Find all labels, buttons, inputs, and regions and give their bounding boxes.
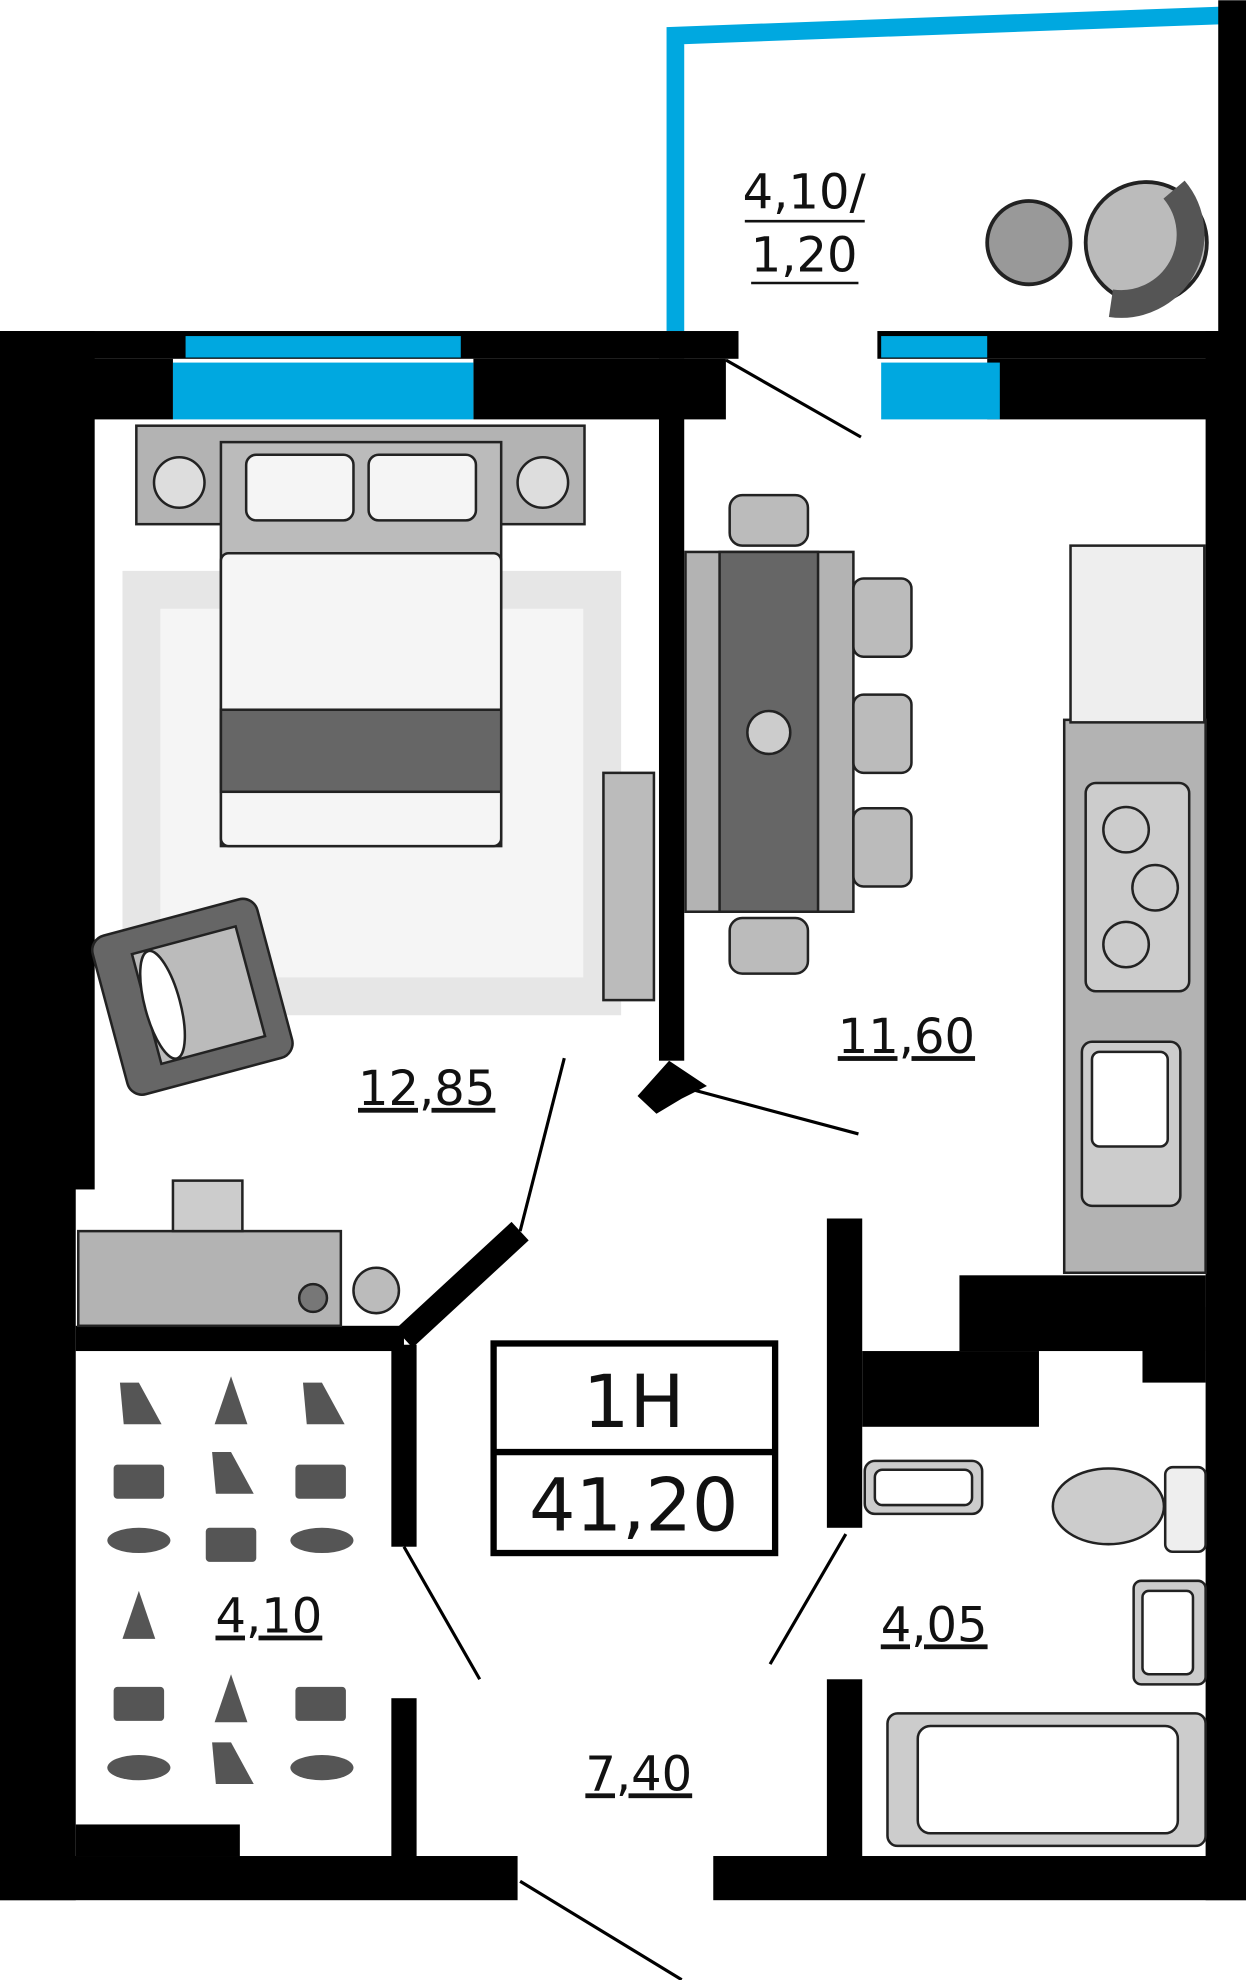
wardrobe-icons [107,1376,354,1785]
balcony-area-top: 4,10/ [743,165,867,221]
bathroom-area: 4,05 [881,1597,988,1653]
bathroom-furniture [863,1459,1207,1848]
kitchen-area: 11,60 [838,1009,975,1065]
area-labels: 4,10/ 1,20 12,85 11,60 4,10 4,05 7,40 [215,165,987,1803]
bedroom-area: 12,85 [358,1061,495,1117]
balcony-area-bottom: 1,20 [751,228,858,284]
total-area: 41,20 [529,1463,739,1548]
door-swings [402,358,862,1980]
balcony [666,0,1246,342]
wardrobe-area: 4,10 [215,1589,322,1645]
bedroom-furniture [77,424,656,1328]
windows [172,336,1000,420]
unit-type: 1Н [583,1360,685,1445]
unit-badge: 1Н 41,20 [490,1340,779,1557]
kitchen-furniture [684,493,1207,1275]
hallway-area: 7,40 [585,1746,692,1802]
walls [0,331,1246,1901]
